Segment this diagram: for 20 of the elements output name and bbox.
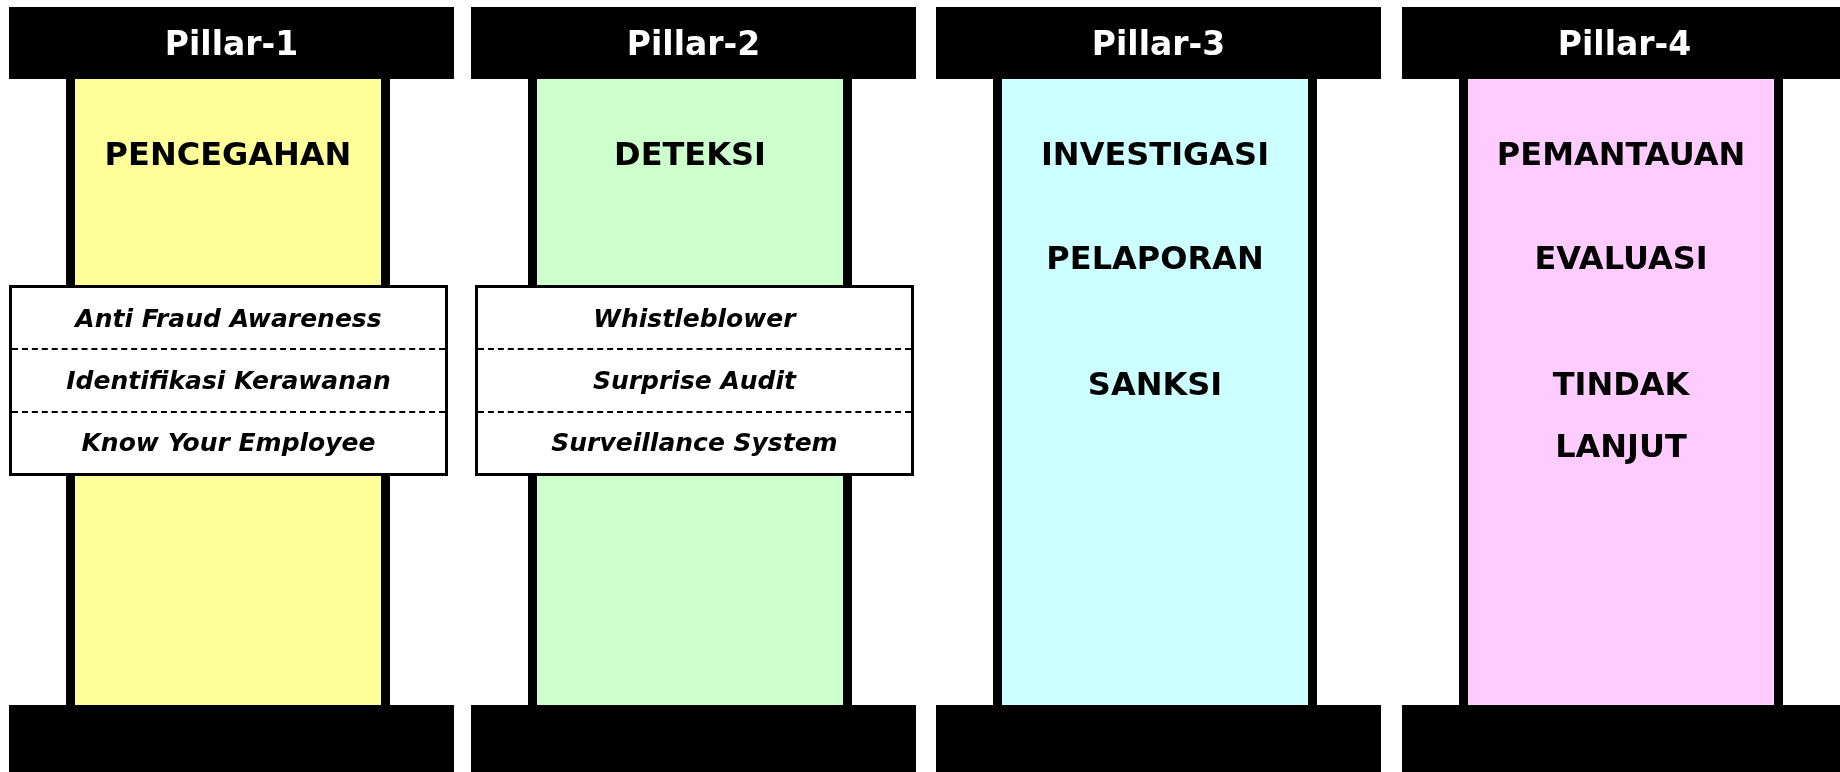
pillar-header: Pillar-3	[936, 7, 1381, 79]
pillar-label: EVALUASI	[1533, 238, 1709, 279]
pillar-label: PELAPORAN	[1045, 238, 1265, 279]
activity-label: Surveillance System	[551, 428, 838, 458]
activity-label: Identifikasi Kerawanan	[66, 366, 391, 395]
pillar-header: Pillar-1	[9, 7, 454, 79]
activity-list	[475, 285, 914, 476]
activity-list	[9, 285, 448, 476]
activity-label: Know Your Employee	[81, 428, 376, 458]
pillar-header: Pillar-2	[471, 7, 916, 79]
pillar-label: TINDAK LANJUT	[1551, 364, 1691, 467]
pillar-label: PEMANTAUAN	[1495, 134, 1747, 175]
pillar-label: SANKSI	[1086, 364, 1224, 405]
activity-label: Anti Fraud Awareness	[75, 303, 382, 333]
pillar-label: DETEKSI	[613, 134, 767, 175]
pillar-label: INVESTIGASI	[1039, 134, 1271, 175]
activity-label: Whistleblower	[593, 303, 796, 333]
pillar-header: Pillar-4	[1402, 7, 1840, 79]
activity-label: Surprise Audit	[593, 366, 796, 395]
pillar-label: PENCEGAHAN	[103, 134, 353, 175]
